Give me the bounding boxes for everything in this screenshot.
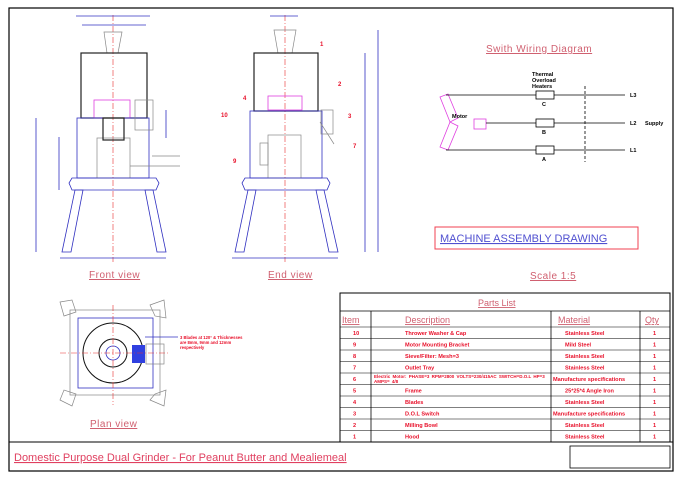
row-material: Stainless Steel (565, 354, 605, 360)
parts-list-title: Parts List (478, 298, 516, 308)
table-row: 10 Thrower Washer & Cap Stainless Steel 1 (353, 331, 656, 337)
motor-label: Motor (452, 114, 468, 120)
row-qty: 1 (653, 354, 656, 360)
table-row: 9 Motor Mounting Bracket Mild Steel 1 (353, 343, 656, 349)
line-l2-label: L2 (630, 121, 636, 127)
row-description-wrap: Electric Motor: PHASE=3 RPM=2800 VOLTS=2… (374, 373, 545, 384)
wiring-diagram (439, 86, 625, 162)
row-item: 5 (353, 389, 356, 395)
row-material: Mild Steel (565, 343, 592, 349)
row-item: 8 (353, 354, 356, 360)
table-row: 7 Outlet Tray Stainless Steel 1 (353, 366, 656, 372)
front-view-label: Front view (89, 270, 140, 281)
row-item: 10 (353, 331, 359, 337)
row-qty: 1 (653, 343, 656, 349)
callout-10: 10 (221, 113, 228, 119)
row-item: 1 (353, 435, 356, 441)
row-description: Frame (405, 389, 422, 395)
callout-7: 7 (353, 144, 357, 150)
drawing-title-box (434, 226, 639, 250)
table-row: 5 Frame 25*25*4 Angle Iron 1 (353, 389, 656, 395)
heater-label-2: Overload (532, 78, 556, 84)
row-material: 25*25*4 Angle Iron (565, 389, 614, 395)
wiring-diagram-title: Swith Wiring Diagram (486, 44, 592, 55)
row-item: 4 (353, 400, 357, 406)
row-material: Manufacture specifications (553, 412, 625, 418)
title-block-cell (569, 445, 671, 469)
row-qty: 1 (653, 423, 656, 429)
row-qty: 1 (653, 400, 656, 406)
supply-label: Supply (645, 121, 664, 127)
row-qty: 1 (653, 377, 656, 383)
row-description: Hood (405, 435, 420, 441)
table-row: 1 Hood Stainless Steel 1 (353, 435, 656, 441)
header-item: Item (342, 315, 360, 325)
callout-1: 1 (320, 42, 324, 48)
row-description: Milling Bowl (405, 423, 438, 429)
table-row: 8 Sieve/Filter: Mesh=3 Stainless Steel 1 (353, 354, 656, 360)
sheet-border (8, 7, 674, 472)
drawing-main-title: Domestic Purpose Dual Grinder - For Pean… (14, 452, 347, 464)
row-description: Sieve/Filter: Mesh=3 (405, 354, 459, 360)
plan-view-drawing (59, 299, 178, 407)
callout-3: 3 (348, 114, 352, 120)
phase-c-label: C (542, 102, 546, 108)
row-material: Stainless Steel (565, 400, 605, 406)
row-material: Stainless Steel (565, 331, 605, 337)
row-description: Outlet Tray (405, 366, 435, 372)
row-qty: 1 (653, 366, 656, 372)
row-description: D.O.L Switch (405, 412, 440, 418)
table-row: 4 Blades Stainless Steel 1 (353, 400, 656, 406)
plan-note-line-1: 3 Blades at 120° & Thicknesses (180, 335, 243, 340)
drawing-title: MACHINE ASSEMBLY DRAWING (440, 233, 607, 245)
row-item: 3 (353, 412, 356, 418)
row-material: Manufacture specifications (553, 377, 625, 383)
row-material: Stainless Steel (565, 423, 605, 429)
row-item: 9 (353, 343, 356, 349)
front-view-drawing (35, 15, 180, 262)
row-qty: 1 (653, 331, 656, 337)
table-row: 2 Milling Bowl Stainless Steel 1 (353, 423, 656, 429)
heater-label-3: Heaters (532, 84, 552, 90)
end-view-label: End view (268, 270, 313, 281)
row-description: Electric Motor: PHASE=3 RPM=2800 VOLTS=2… (374, 373, 545, 384)
header-qty: Qty (645, 315, 660, 325)
row-material: Stainless Steel (565, 435, 605, 441)
row-description: Thrower Washer & Cap (405, 331, 467, 337)
plan-note-line-2: are 8mm, 9mm and 12mm (180, 340, 231, 345)
header-material: Material (558, 315, 590, 325)
heater-label-1: Thermal (532, 72, 554, 78)
header-description: Description (405, 315, 450, 325)
row-description: Motor Mounting Bracket (405, 343, 469, 349)
callout-2: 2 (338, 82, 342, 88)
parts-list-table (339, 292, 671, 443)
row-qty: 1 (653, 412, 656, 418)
plan-view-label: Plan view (90, 419, 138, 430)
line-l1-label: L1 (630, 148, 636, 154)
end-view-drawing (232, 15, 379, 262)
phase-a-label: A (542, 157, 546, 163)
scale-label: Scale 1:5 (530, 271, 576, 282)
phase-b-label: B (542, 130, 546, 136)
row-item: 2 (353, 423, 356, 429)
table-row: 3 D.O.L Switch Manufacture specifications 1 (353, 412, 656, 418)
row-item: 6 (353, 377, 356, 383)
callout-4: 4 (243, 96, 247, 102)
row-description: Blades (405, 400, 423, 406)
table-row: 6 Electric Motor: PHASE=3 RPM=2800 VOLTS=… (353, 373, 656, 384)
row-material: Stainless Steel (565, 366, 605, 372)
row-item: 7 (353, 366, 356, 372)
callout-9: 9 (233, 159, 237, 165)
row-qty: 1 (653, 389, 656, 395)
plan-note-line-3: respectively (180, 345, 205, 350)
row-qty: 1 (653, 435, 656, 441)
line-l3-label: L3 (630, 93, 636, 99)
